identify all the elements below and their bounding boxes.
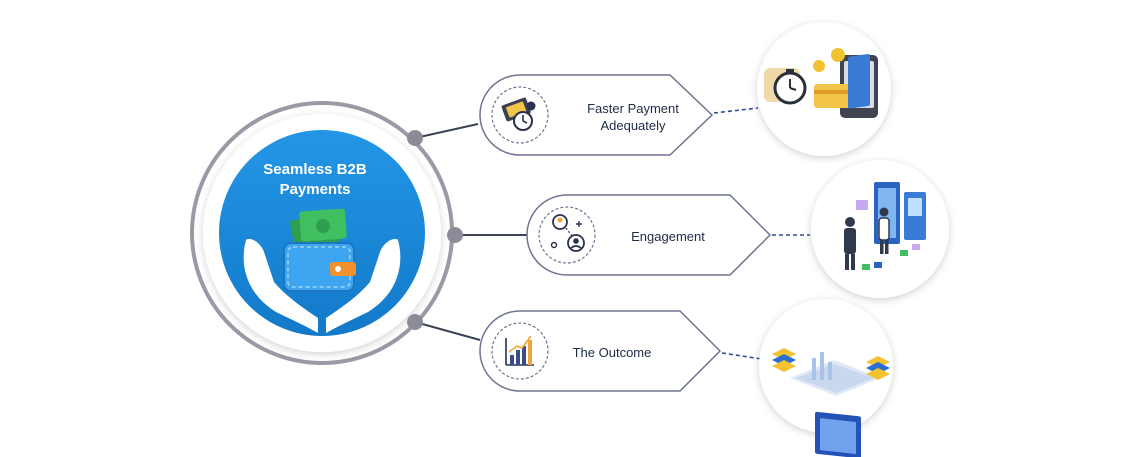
dash-line-3 bbox=[722, 353, 762, 359]
pill-label-2-line1: Engagement bbox=[598, 228, 738, 245]
pill-label-1-line1: Faster Payment bbox=[558, 100, 708, 117]
connector-line-3 bbox=[415, 322, 480, 340]
ring-node-2 bbox=[447, 227, 463, 243]
connector-line-1 bbox=[415, 124, 478, 138]
payment-clock-card-phone-illustration bbox=[757, 22, 891, 156]
pill-label-2: Engagement bbox=[598, 228, 738, 245]
pill-label-3-line1: The Outcome bbox=[552, 344, 672, 361]
hub-title-line1: Seamless B2B bbox=[240, 160, 390, 180]
pill-label-3: The Outcome bbox=[552, 344, 672, 361]
hub-title: Seamless B2B Payments bbox=[240, 160, 390, 200]
ring-node-1 bbox=[407, 130, 423, 146]
pill-label-1-line2: Adequately bbox=[558, 117, 708, 134]
dash-line-1 bbox=[714, 108, 758, 113]
hub-title-line2: Payments bbox=[240, 180, 390, 200]
analytics-laptop-illustration bbox=[759, 299, 893, 457]
pill-label-1: Faster Payment Adequately bbox=[558, 100, 708, 134]
ring-node-3 bbox=[407, 314, 423, 330]
